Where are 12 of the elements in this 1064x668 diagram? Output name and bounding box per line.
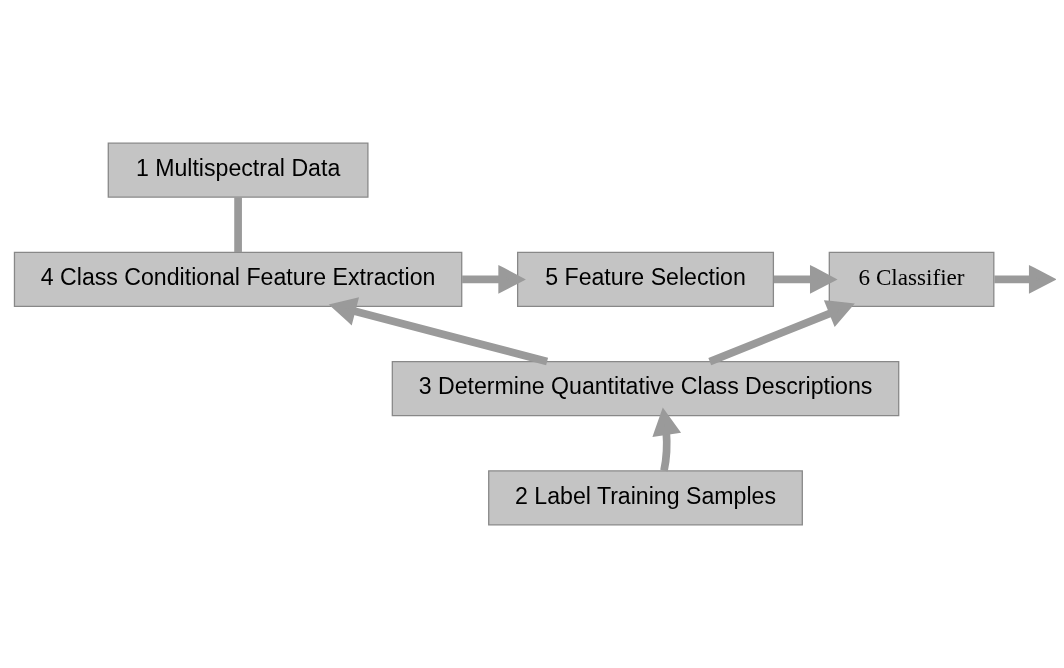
arrow — [708, 300, 855, 366]
node-box: 4 Class Conditional Feature Extraction — [13, 251, 463, 307]
node-box: 3 Determine Quantitative Class Descriptions — [391, 361, 900, 417]
arrow — [652, 407, 682, 472]
connector — [234, 197, 242, 253]
arrow — [462, 264, 526, 294]
node-box: 1 Multispectral Data — [107, 142, 369, 198]
node-box: 6 Classifier — [828, 251, 995, 307]
arrow — [994, 264, 1056, 294]
arrow — [773, 264, 838, 294]
node-box: 2 Label Training Samples — [488, 470, 803, 526]
node-box: 5 Feature Selection — [517, 251, 775, 307]
